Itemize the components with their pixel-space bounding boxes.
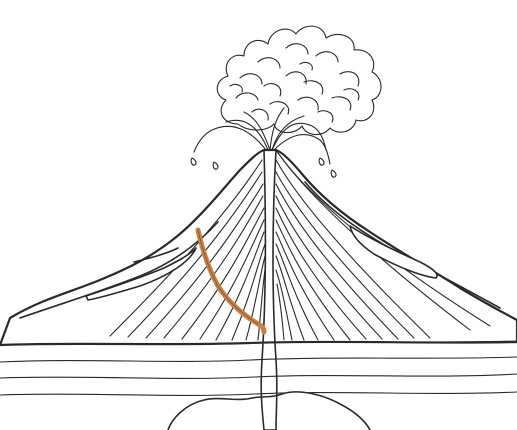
ground-layers bbox=[0, 341, 517, 395]
lava-bombs bbox=[191, 108, 336, 177]
side-vent-dike bbox=[198, 230, 264, 332]
magma-chamber bbox=[168, 392, 370, 430]
central-vent bbox=[261, 150, 277, 430]
ash-cloud bbox=[217, 26, 381, 134]
